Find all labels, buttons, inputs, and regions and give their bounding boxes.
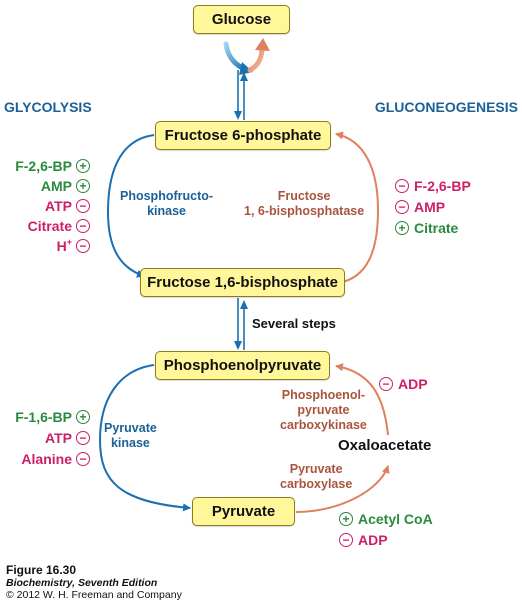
inhibitor-icon: − (395, 179, 409, 193)
regulator-name: ADP (398, 376, 428, 392)
regulator-citrate-activator: + Citrate (395, 220, 458, 236)
regulator-proton-inhibitor: H+− (56, 237, 90, 254)
regulator-atp-inhibitor: ATP− (45, 198, 90, 214)
regulator-name: Citrate (414, 220, 459, 236)
pc-gluconeogenesis-arrow (295, 465, 390, 513)
inhibitor-icon: − (379, 377, 393, 391)
inhibitor-icon: − (395, 200, 409, 214)
regulator-f16bp-activator: F-1,6-BP + (15, 409, 90, 425)
inhibitor-icon: − (76, 219, 90, 233)
regulator-amp-inhibitor: −AMP (395, 199, 445, 215)
regulator-adp-inhibitor-pc: −ADP (339, 532, 388, 548)
f6p-to-glucose-curl-arrow (247, 45, 265, 73)
regulator-amp-activator: AMP + (41, 178, 90, 194)
activator-icon: + (339, 512, 353, 526)
fructose-1-6-bisphosphate-box: Fructose 1,6-bisphosphate (140, 268, 345, 297)
fructose-bisphosphatase-label: Fructose 1, 6-bisphosphatase (244, 189, 364, 219)
inhibitor-icon: − (339, 533, 353, 547)
regulator-name: ATP (45, 198, 72, 214)
regulator-name: F-2,6-BP (414, 178, 471, 194)
f16bp-pep-double-arrow (234, 298, 248, 350)
book-title: Biochemistry, Seventh Edition (6, 577, 158, 589)
enzyme-line: Pyruvate (289, 462, 343, 476)
enzyme-line: Pyruvate (104, 421, 157, 435)
regulator-name: AMP (414, 199, 446, 215)
enzyme-line: kinase (110, 436, 150, 450)
oxaloacetate-label: Oxaloacetate (338, 437, 432, 454)
regulator-alanine-inhibitor: Alanine− (21, 451, 90, 467)
copyright: © 2012 W. H. Freeman and Company (6, 589, 182, 601)
regulator-superscript: + (66, 237, 72, 247)
pyruvate-kinase-label: Pyruvate kinase (104, 421, 157, 451)
pepck-gluconeogenesis-arrow (335, 363, 389, 436)
inhibitor-icon: − (76, 199, 90, 213)
glucose-box: Glucose (193, 5, 290, 34)
pk-glycolysis-arrow (98, 364, 191, 512)
regulator-f26bp-inhibitor: −F-2,6-BP (395, 178, 471, 194)
inhibitor-icon: − (76, 239, 90, 253)
inhibitor-icon: − (76, 452, 90, 466)
regulator-name: AMP (40, 178, 72, 194)
regulator-name: Acetyl CoA (358, 511, 433, 527)
pyruvate-box: Pyruvate (192, 497, 295, 526)
glucose-f6p-double-arrow (234, 70, 248, 120)
pyruvate-carboxylase-label: Pyruvate carboxylase (280, 462, 352, 492)
gluconeogenesis-label: GLUCONEOGENESIS (374, 99, 518, 115)
regulator-citrate-inhibitor: Citrate− (28, 218, 90, 234)
enzyme-line: Phosphofructo- (120, 189, 214, 203)
fbpase-gluconeogenesis-arrow (335, 131, 380, 284)
activator-icon: + (76, 179, 90, 193)
pep-carboxykinase-label: Phosphoenol- pyruvate carboxykinase (280, 388, 367, 433)
regulator-name: Citrate (27, 218, 72, 234)
pfk-glycolysis-arrow (106, 134, 155, 278)
figure-number: Figure 16.30 (6, 563, 77, 577)
enzyme-line: Fructose (277, 189, 331, 203)
regulator-name: F-1,6-BP (15, 409, 72, 425)
regulator-name: ADP (358, 532, 388, 548)
enzyme-line: pyruvate (297, 403, 350, 417)
regulator-atp-inhibitor: ATP− (45, 430, 90, 446)
activator-icon: + (395, 221, 409, 235)
regulator-name: H (56, 238, 67, 254)
regulator-acetyl-coa-activator: + Acetyl CoA (339, 511, 433, 527)
inhibitor-icon: − (76, 431, 90, 445)
regulator-name: ATP (45, 430, 72, 446)
enzyme-line: carboxykinase (280, 418, 367, 432)
regulator-f26bp-activator: F-2,6-BP + (15, 158, 90, 174)
activator-icon: + (76, 159, 90, 173)
regulator-name: Alanine (21, 451, 72, 467)
phosphoenolpyruvate-box: Phosphoenolpyruvate (155, 351, 330, 380)
several-steps-label: Several steps (252, 316, 336, 331)
activator-icon: + (76, 410, 90, 424)
enzyme-line: carboxylase (280, 477, 353, 491)
glycolysis-label: GLYCOLYSIS (4, 99, 92, 115)
enzyme-line: kinase (147, 204, 186, 218)
fructose-6-phosphate-box: Fructose 6-phosphate (155, 121, 331, 150)
regulator-adp-inhibitor-pepck: −ADP (379, 376, 428, 392)
regulator-name: F-2,6-BP (15, 158, 72, 174)
phosphofructokinase-label: Phosphofructo- kinase (120, 189, 213, 219)
enzyme-line: 1, 6-bisphosphatase (244, 204, 365, 218)
enzyme-line: Phosphoenol- (281, 388, 366, 402)
glucose-return-arrowhead (255, 38, 270, 51)
